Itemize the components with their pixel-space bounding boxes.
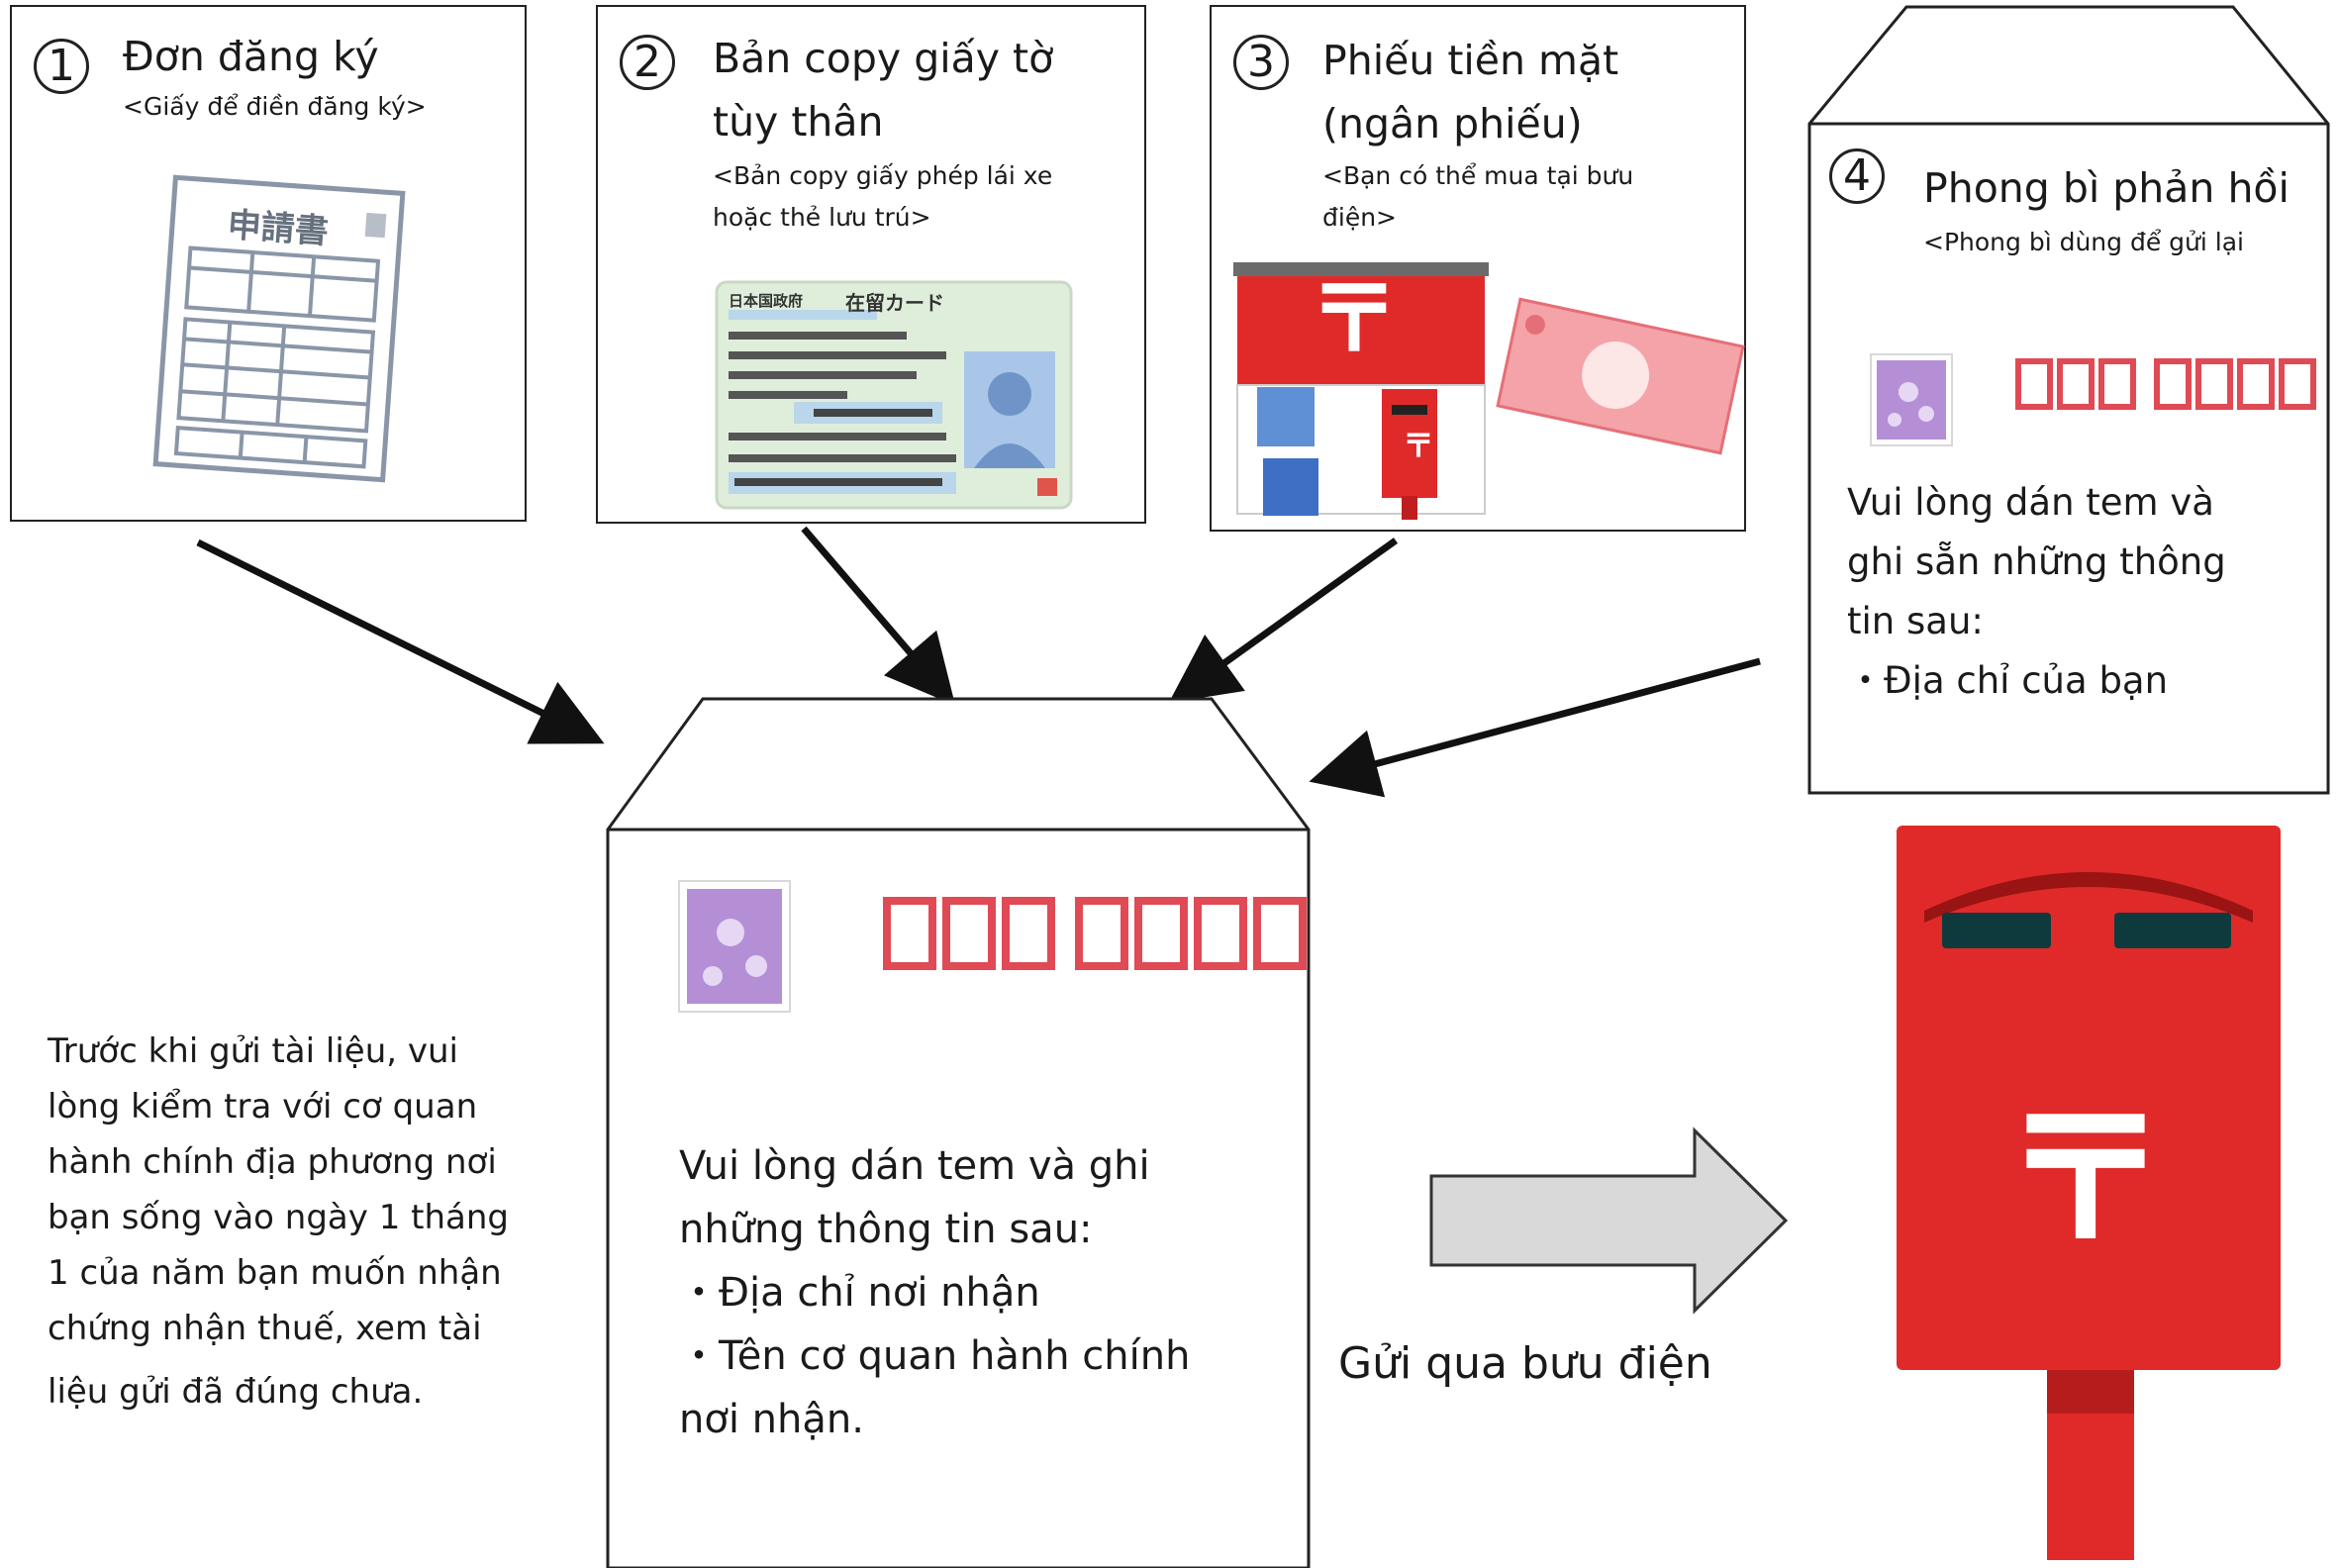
- arrow-item-4: [1309, 657, 1761, 798]
- note-line7: liệu gửi đã đúng chưa.: [48, 1372, 424, 1412]
- residence-card-heading: 在留カード: [845, 291, 944, 315]
- return-envelope-stamp-icon: [1870, 353, 1953, 446]
- item-4-number: 4: [1829, 148, 1885, 204]
- item-3-title-line2: (ngân phiếu): [1322, 100, 1583, 147]
- item-2-number: 2: [620, 35, 675, 90]
- note-line2: lòng kiểm tra với cơ quan: [48, 1087, 478, 1127]
- postbox-symbol: 〒: [2001, 1082, 2171, 1278]
- send-arrow-icon: [1429, 1127, 1789, 1315]
- main-envelope-line2: những thông tin sau:: [679, 1207, 1093, 1252]
- main-envelope-postcode-boxes: [883, 897, 1307, 970]
- item-1-number: 1: [34, 39, 89, 94]
- arrow-item-2: [801, 526, 956, 706]
- note-line1: Trước khi gửi tài liệu, vui: [48, 1031, 458, 1071]
- item-3-title-line1: Phiếu tiền mặt: [1322, 37, 1619, 84]
- item-1-subtitle: <Giấy để điền đăng ký>: [123, 92, 427, 121]
- note-line5: 1 của năm bạn muốn nhận: [48, 1253, 502, 1293]
- note-line6: chứng nhận thuế, xem tài: [48, 1309, 482, 1348]
- post-office-mailbox-symbol: 〒: [1403, 427, 1435, 464]
- item-2-box: 2 Bản copy giấy tờ tùy thân <Bản copy gi…: [596, 5, 1146, 524]
- item-4-subtitle: <Phong bì dùng để gửi lại: [1923, 228, 2244, 256]
- item-1-title: Đơn đăng ký: [123, 33, 379, 80]
- residence-card-issuer: 日本国政府: [729, 292, 804, 310]
- send-label: Gửi qua bưu điện: [1338, 1338, 1712, 1389]
- item-4-body-line1: Vui lòng dán tem và: [1847, 481, 2214, 524]
- note-block: Trước khi gửi tài liệu, vui lòng kiểm tr…: [48, 1024, 562, 1420]
- item-4-title: Phong bì phản hồi: [1923, 164, 2290, 212]
- item-2-subtitle-line1: <Bản copy giấy phép lái xe: [713, 161, 1053, 190]
- return-envelope-postcode-boxes: [2015, 358, 2316, 410]
- banknote-illustration: [1496, 297, 1745, 455]
- arrow-item-3: [1168, 538, 1399, 704]
- main-envelope-line1: Vui lòng dán tem và ghi: [679, 1143, 1150, 1189]
- post-office-symbol: 〒: [1309, 266, 1401, 372]
- application-form-illustration: [152, 174, 406, 483]
- return-envelope-outline: [1807, 5, 2330, 795]
- arrow-item-1: [196, 539, 605, 744]
- item-3-subtitle-line1: <Bạn có thể mua tại bưu: [1322, 161, 1634, 190]
- item-3-number: 3: [1233, 35, 1289, 90]
- item-1-box: 1 Đơn đăng ký <Giấy để điền đăng ký> 申請書: [10, 5, 527, 522]
- main-envelope-line3: ・Địa chỉ nơi nhận: [679, 1270, 1040, 1316]
- item-4-body-line4: ・Địa chỉ của bạn: [1847, 659, 2169, 702]
- main-envelope-line4: ・Tên cơ quan hành chính: [679, 1333, 1191, 1379]
- post-office-illustration: [1233, 262, 1489, 520]
- item-2-title-line2: tùy thân: [713, 98, 884, 146]
- residence-card-illustration: [715, 280, 1073, 510]
- note-line4: bạn sống vào ngày 1 tháng: [48, 1198, 509, 1237]
- item-2-title-line1: Bản copy giấy tờ: [713, 35, 1054, 82]
- main-envelope-stamp-icon: [678, 880, 791, 1013]
- item-4-body-line3: tin sau:: [1847, 600, 1984, 642]
- postbox-illustration: [1897, 826, 2281, 1560]
- main-envelope-line5: nơi nhận.: [679, 1397, 864, 1442]
- item-3-box: 3 Phiếu tiền mặt (ngân phiếu) <Bạn có th…: [1210, 5, 1746, 532]
- note-line3: hành chính địa phương nơi: [48, 1142, 497, 1182]
- item-3-subtitle-line2: điện>: [1322, 203, 1397, 232]
- item-2-subtitle-line2: hoặc thẻ lưu trú>: [713, 203, 931, 232]
- item-4-body-line2: ghi sẵn những thông: [1847, 540, 2226, 583]
